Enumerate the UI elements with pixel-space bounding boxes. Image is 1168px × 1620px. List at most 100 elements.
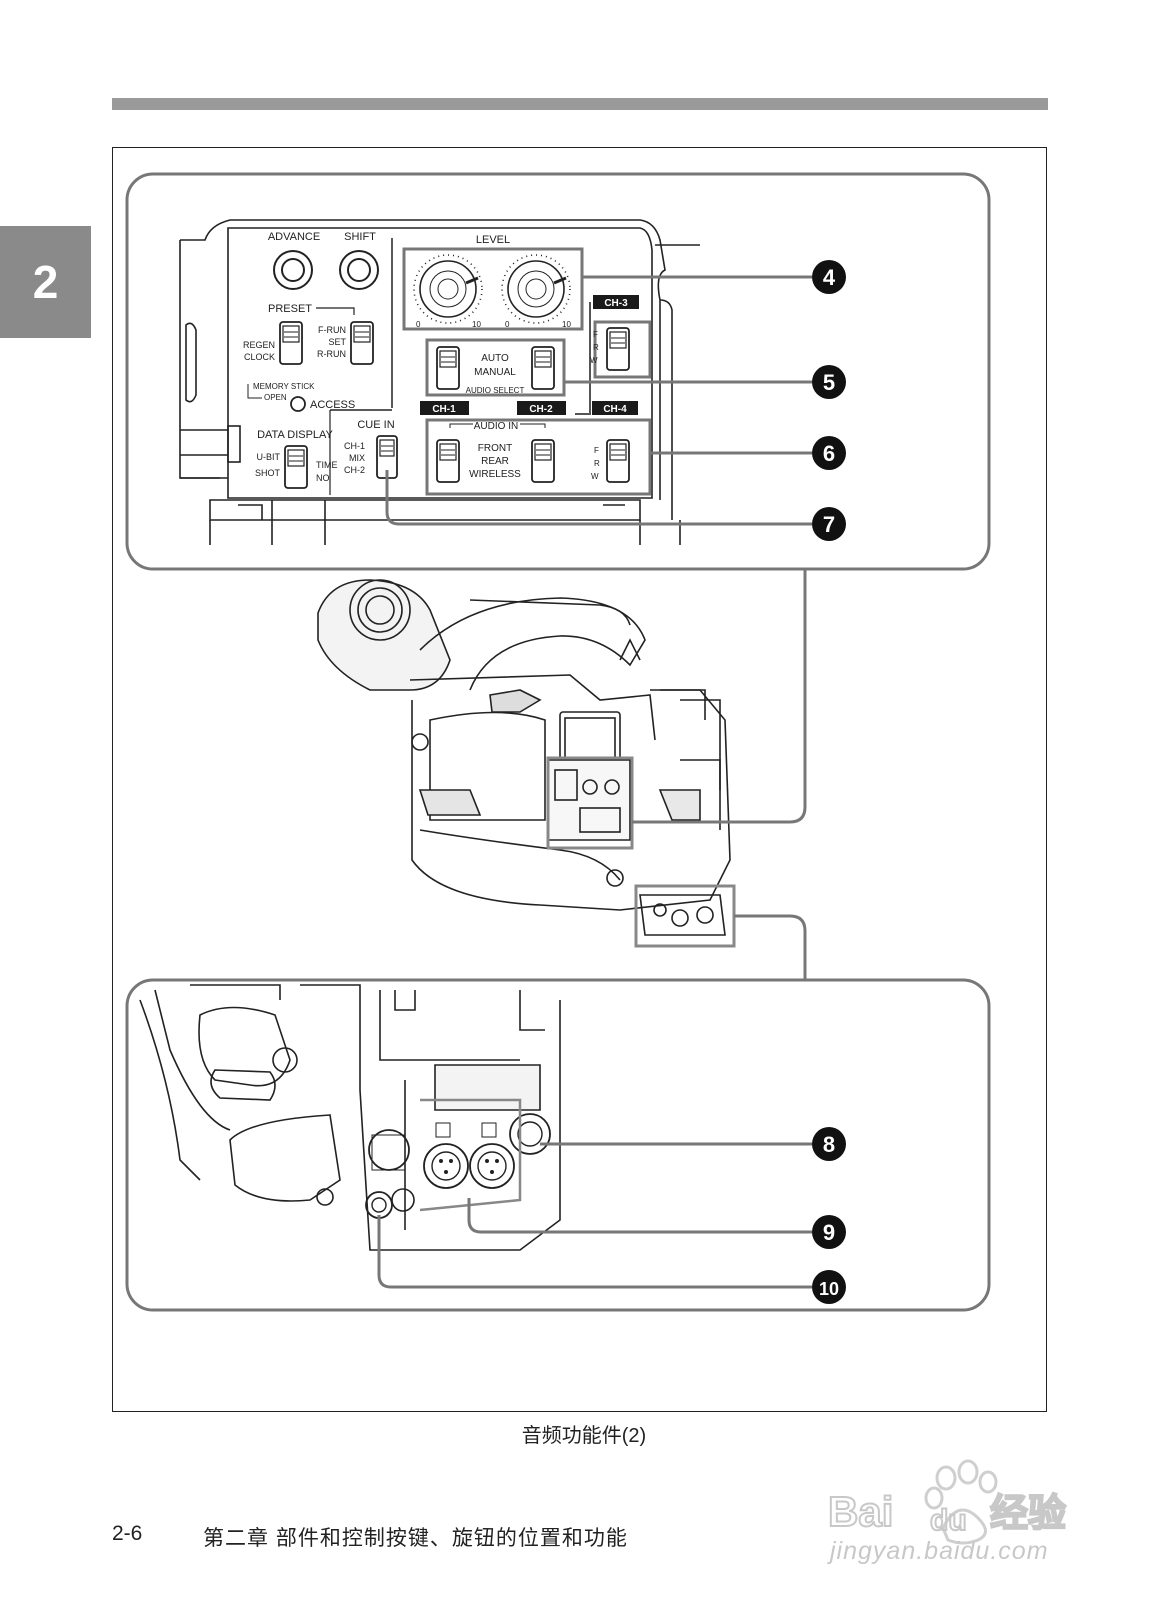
advance-label: ADVANCE (268, 231, 320, 243)
set-label: SET (328, 337, 346, 347)
xlr-input-2[interactable] (469, 1122, 515, 1189)
bottom-detail-panel (125, 978, 991, 1312)
access-lamp (290, 396, 306, 412)
level-label: LEVEL (476, 234, 510, 246)
audio-in-ch2-switch[interactable] (531, 439, 555, 483)
xlr-input-1[interactable] (423, 1122, 469, 1189)
ch4-r-label: R (594, 459, 600, 468)
data-display-label: DATA DISPLAY (257, 429, 333, 441)
dc-out-connector[interactable] (365, 1188, 415, 1219)
rear-label: REAR (481, 456, 509, 467)
shift-button[interactable] (339, 250, 379, 290)
ch3-input-switch[interactable] (606, 327, 630, 371)
audio-in-highlight (425, 418, 652, 496)
xlr-output-connector[interactable] (509, 1113, 551, 1155)
level-dial-ch2[interactable] (501, 254, 571, 324)
callout-7-badge (812, 507, 846, 541)
preset-regen-switch[interactable] (279, 321, 303, 365)
cue-in-label: CUE IN (357, 419, 394, 431)
front-panel-highlight (546, 756, 634, 850)
ch2-label: CH-2 (529, 404, 553, 415)
audio-select-ch1-switch[interactable] (436, 346, 460, 390)
preset-label: PRESET (268, 303, 312, 315)
cue-mix-label: MIX (349, 453, 365, 463)
ch1-tag (420, 401, 469, 415)
callout-9-badge (812, 1215, 846, 1249)
leader-panel-top (632, 569, 807, 824)
rear-connector-body (139, 984, 561, 1251)
control-panel-body (179, 219, 700, 545)
audio-select-label: AUDIO SELECT (466, 386, 525, 395)
audio-select-ch2-switch[interactable] (531, 346, 555, 390)
ch4-label: CH-4 (603, 404, 627, 415)
callout-10: 10 (819, 1279, 839, 1299)
r-run-label: R-RUN (317, 349, 346, 359)
xlr-connector-ch1[interactable] (368, 1129, 410, 1171)
time-label: TIME (316, 460, 338, 470)
camcorder-illustration (317, 579, 731, 936)
audio-in-label: AUDIO IN (474, 421, 518, 432)
data-display-switch[interactable] (284, 445, 308, 489)
clock-label: CLOCK (244, 352, 275, 362)
callout-7: 7 (823, 512, 835, 537)
figure-frame (112, 147, 1047, 1412)
callout-leaders-bottom (377, 1142, 812, 1289)
watermark-url: jingyan.baidu.com (830, 1537, 1049, 1565)
ch1-label: CH-1 (432, 404, 456, 415)
front-label: FRONT (478, 443, 512, 454)
callout-4-badge (812, 260, 846, 294)
advance-button[interactable] (273, 250, 313, 290)
callout-5: 5 (823, 370, 835, 395)
dial1-max: 10 (472, 320, 481, 329)
auto-label: AUTO (481, 353, 509, 364)
manual-label: MANUAL (474, 367, 516, 378)
dial1-min: 0 (416, 320, 421, 329)
callout-leaders-top (385, 275, 812, 526)
ch3-f-label: F (593, 330, 598, 339)
audio-select-highlight (425, 338, 566, 397)
open-label: OPEN (264, 393, 287, 402)
regen-label: REGEN (243, 340, 275, 350)
callout-9: 9 (823, 1220, 835, 1245)
ch4-w-label: W (591, 472, 599, 481)
cue-ch1-label: CH-1 (344, 441, 365, 451)
baidu-watermark: Bai du 经验 (828, 1459, 1067, 1545)
level-dial-ch1[interactable] (413, 254, 483, 324)
callout-4: 4 (823, 265, 836, 290)
top-detail-panel (125, 172, 991, 571)
footer-chapter-title: 第二章 部件和控制按键、旋钮的位置和功能 (203, 1527, 628, 1550)
shot-label: SHOT (255, 468, 281, 478)
no-label: NO (316, 473, 330, 483)
page-number: 2-6 (112, 1522, 143, 1545)
dial2-max: 10 (562, 320, 571, 329)
watermark-brand: Bai (828, 1488, 893, 1535)
cue-ch2-label: CH-2 (344, 465, 365, 475)
callout-5-badge (812, 365, 846, 399)
level-highlight (402, 247, 584, 331)
ch3-r-label: R (593, 343, 599, 352)
ch4-f-label: F (594, 446, 599, 455)
ch3-switch-highlight (593, 320, 652, 379)
audio-in-ch4-switch[interactable] (606, 439, 630, 483)
callout-6-badge (812, 436, 846, 470)
callout-8-badge (812, 1127, 846, 1161)
f-run-label: F-RUN (318, 325, 346, 335)
shift-label: SHIFT (344, 231, 376, 243)
chapter-tab: 2 (0, 226, 91, 338)
audio-in-ch1-switch[interactable] (436, 439, 460, 483)
callout-6: 6 (823, 441, 835, 466)
ch3-w-label: W (590, 356, 598, 365)
memory-stick-label: MEMORY STICK (253, 382, 315, 391)
callout-10-badge (812, 1270, 846, 1304)
paw-icon (924, 1459, 998, 1545)
ch3-label: CH-3 (604, 298, 628, 309)
ch4-tag (592, 401, 638, 415)
access-label: ACCESS (310, 399, 355, 411)
u-bit-label: U-BIT (257, 452, 281, 462)
watermark-brand-du: du (930, 1504, 967, 1537)
header-rule (112, 98, 1048, 110)
dial2-min: 0 (505, 320, 510, 329)
preset-f-run-switch[interactable] (350, 321, 374, 365)
ch2-tag (517, 401, 566, 415)
